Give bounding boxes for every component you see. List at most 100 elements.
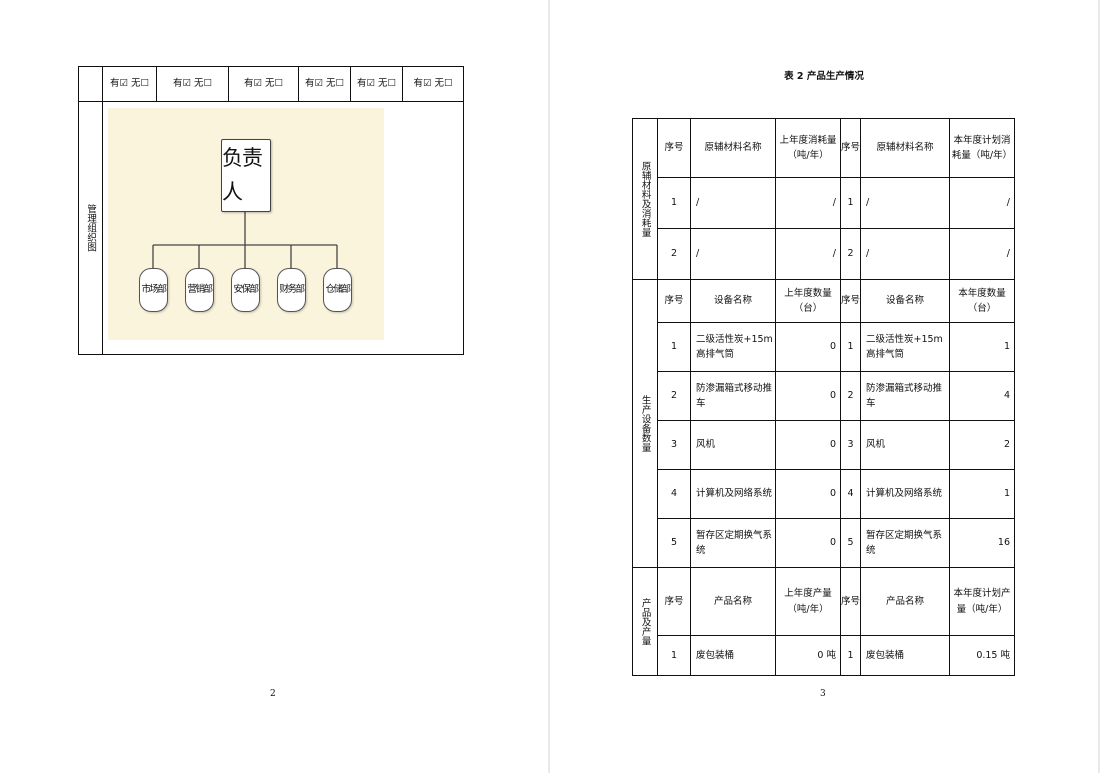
cell: 4: [840, 469, 861, 519]
cell: 2: [840, 228, 861, 280]
check-cell: 有☑ 无☐: [156, 66, 229, 102]
materials-header-row: 原辅材料及消耗量 序号 原辅材料名称 上年度消耗量（吨/年） 序号 原辅材料名称…: [632, 118, 1015, 280]
products-section-label: 产品及产量: [639, 597, 651, 646]
header-cell: 产品名称: [860, 567, 950, 636]
check-cell: 有☑ 无☐: [350, 66, 403, 102]
check-cell: 有☑ 无☐: [298, 66, 351, 102]
page-number: 3: [820, 689, 826, 699]
table-row: 4 计算机及网络系统 0 4 计算机及网络系统 1: [633, 469, 1015, 519]
header-cell: 序号: [840, 567, 861, 636]
table-row: 3 风机 0 3 风机 2: [633, 420, 1015, 470]
section-label-cell: 生产设备数量: [632, 279, 658, 568]
cell: 1: [657, 322, 691, 372]
header-cell: 上年度数量（台）: [775, 279, 841, 323]
org-chart-row: 管理组织图 负责人 市: [78, 101, 464, 355]
header-cell: 设备名称: [860, 279, 950, 323]
header-cell: 设备名称: [690, 279, 776, 323]
table-row: 1 二级活性炭+15m高排气筒 0 1 二级活性炭+15m高排气筒 1: [633, 322, 1015, 372]
org-node-department: 仓储部: [323, 268, 352, 312]
header-cell: 原辅材料名称: [860, 118, 950, 178]
header-cell: 序号: [840, 118, 861, 178]
cell: /: [860, 228, 950, 280]
table-title: 表 2 产品生产情况: [784, 71, 864, 82]
header-cell: 产品名称: [690, 567, 776, 636]
cell: /: [690, 177, 776, 229]
org-chart-cell: 负责人 市场部 营销部 安保部 财务部 仓储部: [102, 101, 464, 355]
cell: /: [949, 177, 1015, 229]
cell: 防渗漏箱式移动推车: [860, 371, 950, 421]
header-cell: 序号: [657, 118, 691, 178]
page-number: 2: [270, 689, 276, 699]
check-cell: 有☑ 无☐: [402, 66, 464, 102]
cell: 二级活性炭+15m高排气筒: [690, 322, 776, 372]
cell: /: [775, 177, 841, 229]
cell: 1: [840, 177, 861, 229]
header-cell: 序号: [840, 279, 861, 323]
production-table: 原辅材料及消耗量 序号 原辅材料名称 上年度消耗量（吨/年） 序号 原辅材料名称…: [632, 118, 1015, 676]
cell: 计算机及网络系统: [860, 469, 950, 519]
cell: 2: [657, 228, 691, 280]
table-row: 2 防渗漏箱式移动推车 0 2 防渗漏箱式移动推车 4: [633, 371, 1015, 421]
header-cell: 上年度消耗量（吨/年）: [775, 118, 841, 178]
products-header-row: 产品及产量 序号 产品名称 上年度产量（吨/年） 序号 产品名称 本年度计划产量…: [632, 567, 1015, 676]
org-node-head: 负责人: [221, 139, 271, 212]
org-node-department: 安保部: [231, 268, 260, 312]
table-row: 1 / / 1 / /: [633, 177, 1015, 229]
equipment-header-row: 生产设备数量 序号 设备名称 上年度数量（台） 序号 设备名称 本年度数量（台）: [632, 279, 1015, 568]
org-label-cell: 管理组织图: [78, 101, 103, 355]
cell: 2: [840, 371, 861, 421]
header-cell: 本年度数量（台）: [949, 279, 1015, 323]
cell: 0: [775, 420, 841, 470]
cell: 5: [840, 518, 861, 568]
cell: 2: [657, 371, 691, 421]
cell: 0.15 吨: [949, 635, 1015, 676]
cell: /: [775, 228, 841, 280]
org-chart-label: 管理组织图: [85, 204, 97, 252]
cell: 4: [657, 469, 691, 519]
cell: /: [949, 228, 1015, 280]
cell: 风机: [690, 420, 776, 470]
header-cell: 本年度计划消耗量（吨/年）: [949, 118, 1015, 178]
table-row: 5 暂存区定期换气系统 0 5 暂存区定期换气系统 16: [633, 518, 1015, 568]
org-chart: 负责人 市场部 营销部 安保部 财务部 仓储部: [108, 108, 384, 340]
page-left: 有☑ 无☐ 有☑ 无☐ 有☑ 无☐ 有☑ 无☐ 有☑ 无☐ 有☑ 无☐ 管理组织…: [0, 0, 548, 773]
equipment-section-label: 生产设备数量: [639, 395, 651, 452]
cell: 计算机及网络系统: [690, 469, 776, 519]
cell: 5: [657, 518, 691, 568]
check-cell: 有☑ 无☐: [102, 66, 157, 102]
cell: 废包装桶: [690, 635, 776, 676]
table-row: 1 废包装桶 0 吨 1 废包装桶 0.15 吨: [633, 635, 1015, 676]
table-row: 2 / / 2 / /: [633, 228, 1015, 280]
cell: 1: [949, 469, 1015, 519]
cell: 16: [949, 518, 1015, 568]
cell: 1: [657, 177, 691, 229]
org-node-department: 市场部: [139, 268, 168, 312]
header-cell: 序号: [657, 279, 691, 323]
section-label-cell: 原辅材料及消耗量: [632, 118, 658, 280]
check-cell: 有☑ 无☐: [228, 66, 299, 102]
header-cell: 原辅材料名称: [690, 118, 776, 178]
cell: 0: [775, 371, 841, 421]
cell: /: [690, 228, 776, 280]
page-right: 表 2 产品生产情况 原辅材料及消耗量 序号 原辅材料名称 上年度消耗量（吨/年…: [550, 0, 1098, 773]
blank-cell: [78, 66, 103, 102]
cell: 1: [949, 322, 1015, 372]
cell: 1: [657, 635, 691, 676]
cell: 防渗漏箱式移动推车: [690, 371, 776, 421]
cell: /: [860, 177, 950, 229]
cell: 0 吨: [775, 635, 841, 676]
materials-section-label: 原辅材料及消耗量: [639, 161, 651, 237]
header-cell: 上年度产量（吨/年）: [775, 567, 841, 636]
org-chart-connectors: [152, 210, 338, 268]
section-label-cell: 产品及产量: [632, 567, 658, 676]
cell: 0: [775, 469, 841, 519]
cell: 3: [840, 420, 861, 470]
cell: 暂存区定期换气系统: [690, 518, 776, 568]
cell: 1: [840, 635, 861, 676]
cell: 0: [775, 518, 841, 568]
org-node-department: 营销部: [185, 268, 214, 312]
org-node-department: 财务部: [277, 268, 306, 312]
cell: 4: [949, 371, 1015, 421]
checkbox-row: 有☑ 无☐ 有☑ 无☐ 有☑ 无☐ 有☑ 无☐ 有☑ 无☐ 有☑ 无☐: [78, 66, 464, 102]
cell: 二级活性炭+15m高排气筒: [860, 322, 950, 372]
